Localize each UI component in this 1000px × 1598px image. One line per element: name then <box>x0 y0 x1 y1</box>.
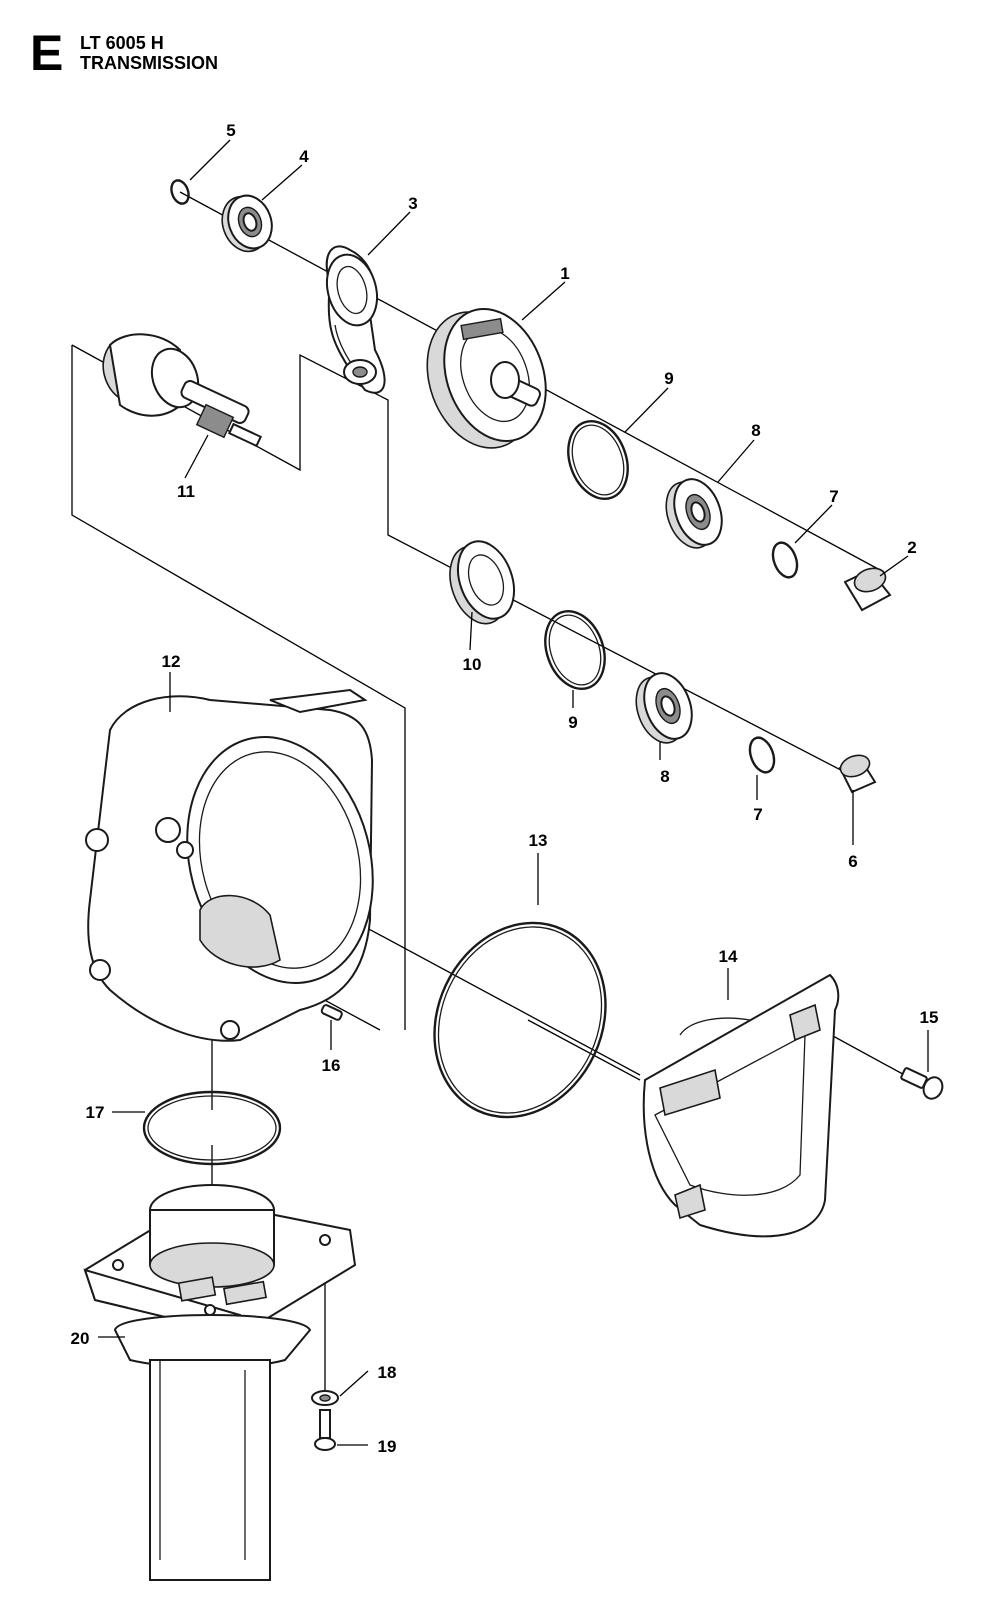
part-7-circlip-lower <box>748 736 776 774</box>
part-5-circlip <box>170 179 190 205</box>
section-letter: E <box>30 25 64 81</box>
callout-20: 20 <box>71 1329 90 1348</box>
part-6-cap <box>838 754 877 794</box>
part-8-bearing-upper <box>665 478 723 549</box>
callout-10: 10 <box>463 655 482 674</box>
callout-19: 19 <box>378 1437 397 1456</box>
callout-labels: 1 2 3 4 5 6 7 7 8 8 9 9 10 11 12 13 14 1… <box>71 121 939 1456</box>
part-1-clutch-drum <box>426 308 547 449</box>
callout-7-lower: 7 <box>753 805 762 824</box>
part-10-seal <box>449 540 516 625</box>
part-9-ring-lower <box>544 610 606 690</box>
callout-9-lower: 9 <box>568 713 577 732</box>
callout-4: 4 <box>299 147 309 166</box>
callout-17: 17 <box>86 1103 105 1122</box>
leader-lines <box>98 139 929 1446</box>
part-19-screw <box>314 1409 336 1451</box>
part-8-bearing-lower <box>635 672 693 744</box>
callout-13: 13 <box>529 831 548 850</box>
part-14-cover <box>642 973 840 1238</box>
part-18-washer <box>311 1390 339 1406</box>
model-name: LT 6005 H <box>80 33 164 53</box>
callout-14: 14 <box>719 947 738 966</box>
part-20-shaft-housing <box>83 1184 357 1581</box>
part-16-pin <box>320 1004 343 1021</box>
part-12-gear-housing <box>85 688 374 1042</box>
callout-5: 5 <box>226 121 235 140</box>
part-9-ring-upper <box>567 420 629 500</box>
callout-16: 16 <box>322 1056 341 1075</box>
callout-3: 3 <box>408 194 417 213</box>
callout-8-lower: 8 <box>660 767 669 786</box>
callout-11: 11 <box>177 482 195 501</box>
part-15-screw <box>900 1067 944 1100</box>
part-17-o-ring <box>142 1090 282 1166</box>
callout-2: 2 <box>907 538 916 557</box>
part-7-circlip-upper <box>771 541 799 579</box>
callout-1: 1 <box>560 264 569 283</box>
callout-18: 18 <box>378 1363 397 1382</box>
callout-12: 12 <box>162 652 181 671</box>
part-4-bearing <box>221 194 273 253</box>
callout-7-upper: 7 <box>829 487 838 506</box>
callout-8-upper: 8 <box>751 421 760 440</box>
assembly-axes <box>71 191 911 1400</box>
callout-9-upper: 9 <box>664 369 673 388</box>
diagram-title: TRANSMISSION <box>80 53 219 73</box>
part-11-pinion-shaft <box>102 333 263 448</box>
callout-6: 6 <box>848 852 857 871</box>
part-2-cap <box>843 567 892 612</box>
callout-15: 15 <box>920 1008 939 1027</box>
part-13-o-ring <box>433 921 607 1119</box>
part-3-link <box>325 245 386 394</box>
